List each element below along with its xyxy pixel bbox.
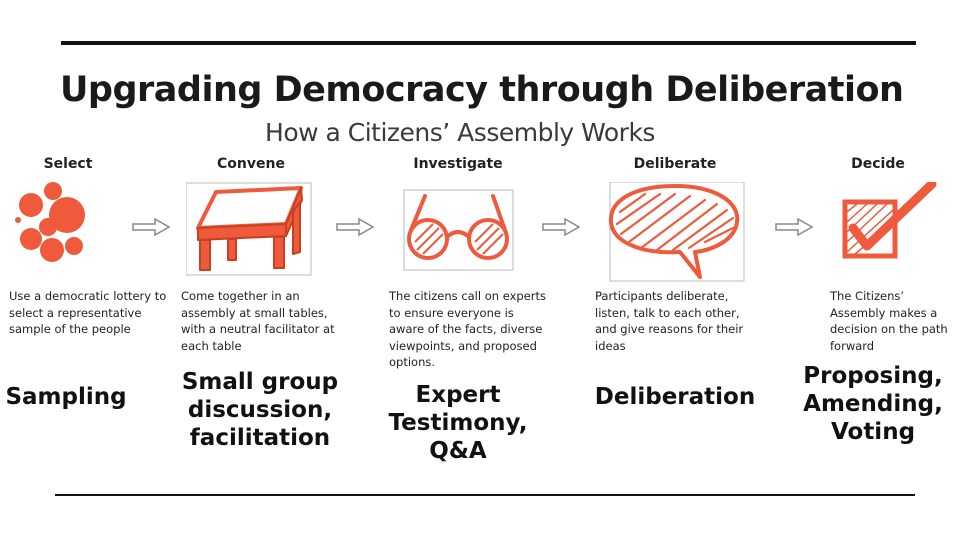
step-heading: Decide	[851, 156, 905, 172]
step-label: Small group discussion, facilitation	[181, 369, 339, 451]
step-label: Sampling	[5, 384, 127, 410]
slide-title: Upgrading Democracy through Deliberation	[60, 70, 904, 110]
step-description: The citizens call on experts to ensure e…	[389, 289, 546, 369]
checkbox-icon	[842, 182, 937, 259]
glasses-icon	[403, 189, 514, 271]
arrow-right-icon	[542, 217, 581, 237]
step-label: Expert Testimony, Q&A	[388, 382, 528, 464]
step-label: Deliberation	[594, 384, 756, 410]
bottom-divider	[55, 494, 915, 496]
step-description: Come together in an assembly at small ta…	[181, 289, 335, 353]
arrow-right-icon	[132, 217, 171, 237]
step-label: Proposing, Amending, Voting	[803, 363, 943, 445]
circles-icon	[15, 182, 85, 262]
arrow-right-icon	[336, 217, 375, 237]
slide-subtitle: How a Citizens’ Assembly Works	[265, 118, 655, 147]
step-description: The Citizens’ Assembly makes a decision …	[830, 289, 948, 353]
step-heading: Select	[43, 156, 93, 172]
top-divider	[61, 41, 916, 45]
step-heading: Deliberate	[633, 156, 717, 172]
step-description: Participants deliberate, listen, talk to…	[595, 289, 744, 353]
step-description: Use a democratic lottery to select a rep…	[9, 289, 167, 336]
speech-bubble-icon	[608, 182, 745, 282]
arrow-right-icon	[775, 217, 814, 237]
step-heading: Convene	[217, 156, 285, 172]
step-heading: Investigate	[413, 156, 503, 172]
table-icon	[186, 182, 312, 276]
